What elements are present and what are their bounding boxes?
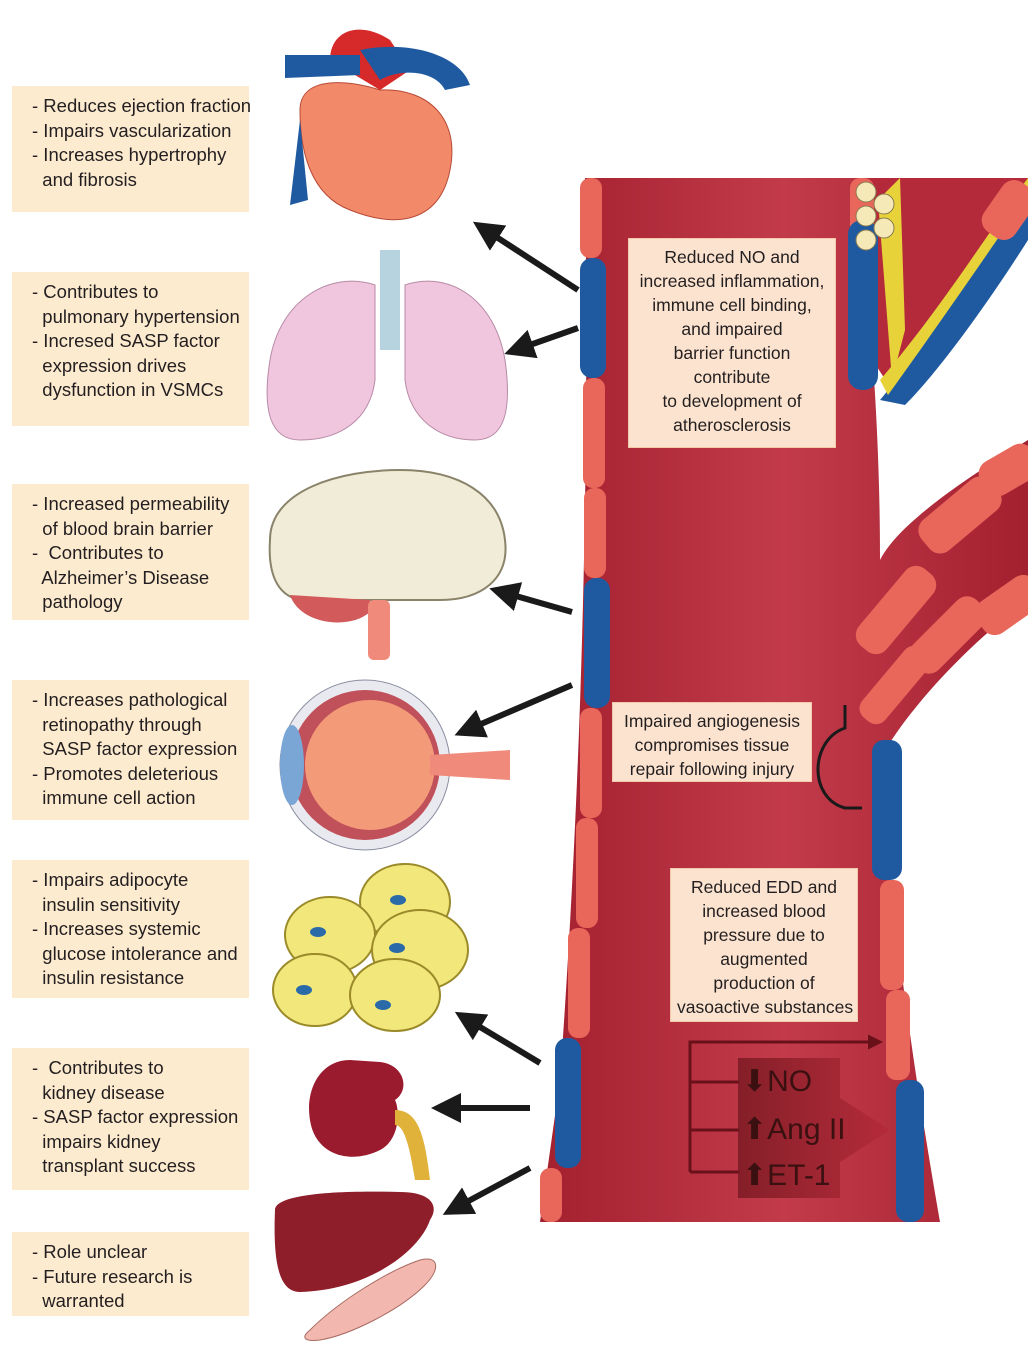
brain-icon [270, 470, 506, 660]
mediator-et-1: ⬆ET-1 [742, 1158, 831, 1193]
note-lungs: - Contributes to pulmonary hypertension … [12, 272, 249, 426]
mediator-no: ⬇NO [742, 1064, 812, 1099]
arrow-to-adipocytes [460, 1015, 540, 1063]
down-arrow-icon: ⬇ [742, 1065, 767, 1098]
arrow-to-heart [478, 225, 578, 290]
note-eye: - Increases pathological retinopathy thr… [12, 680, 249, 820]
kidney-icon [309, 1060, 430, 1180]
callout-angiogenesis: Impaired angiogenesis compromises tissue… [612, 702, 812, 782]
note-heart: - Reduces ejection fraction - Impairs va… [12, 86, 249, 212]
note-kidney: - Contributes to kidney disease - SASP f… [12, 1048, 249, 1190]
eye-icon [280, 680, 510, 850]
callout-edd: Reduced EDD and increased blood pressure… [670, 868, 858, 1022]
arrow-to-liver [448, 1168, 530, 1212]
arrow-to-lungs [510, 328, 578, 352]
note-adipocytes: - Impairs adipocyte insulin sensitivity … [12, 860, 249, 998]
up-arrow-icon: ⬆ [742, 1159, 767, 1192]
note-brain: - Increased permeability of blood brain … [12, 484, 249, 620]
callout-atherosclerosis: Reduced NO and increased inflammation, i… [628, 238, 836, 448]
note-liver-muscle: - Role unclear - Future research is warr… [12, 1232, 249, 1316]
up-arrow-icon: ⬆ [742, 1113, 767, 1146]
arrow-to-eye [460, 685, 572, 733]
heart-icon [285, 30, 470, 220]
adipocytes-icon [273, 864, 468, 1031]
lungs-icon [267, 250, 507, 440]
arrow-to-brain [495, 590, 572, 612]
mediator-ang-ii: ⬆Ang II [742, 1112, 846, 1147]
